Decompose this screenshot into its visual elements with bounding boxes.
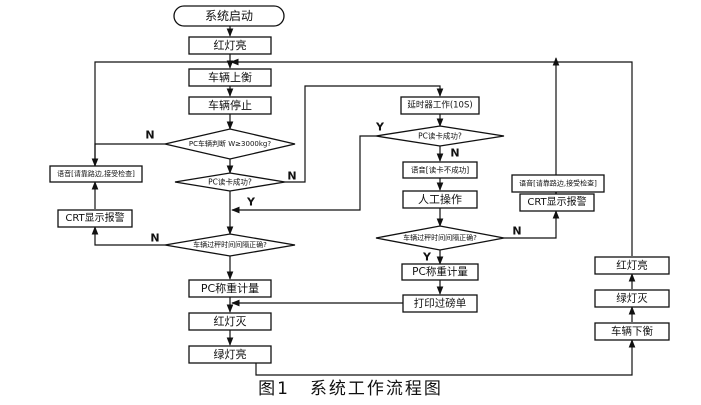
label-voice-mid: 语音[读卡不成功] [411, 165, 469, 175]
box-voice-mid [402, 161, 478, 179]
figure-number: 图1 [258, 379, 290, 399]
edge-label-interval1-no: N [150, 232, 159, 245]
diamond-weight [164, 128, 296, 160]
nodes [49, 5, 670, 364]
box-vehicle-down [594, 322, 670, 341]
label-red-on-2: 红灯亮 [616, 259, 648, 272]
box-reader-work [400, 96, 480, 115]
edge-card2-yes [231, 135, 376, 214]
edge-redon-top [230, 58, 633, 256]
label-card-read-2: PC读卡成功? [418, 131, 462, 141]
figure-title: 系统工作流程图 [309, 379, 443, 399]
label-voice-left: 语音[请靠路边,接受检查] [57, 169, 135, 178]
box-red-on-2 [594, 256, 670, 275]
box-crt-right [519, 193, 595, 212]
label-vehicle-up: 车辆上衡 [208, 70, 252, 84]
box-manual [402, 190, 478, 209]
edge-labels: N N Y N Y N Y N [145, 121, 521, 264]
label-green-off: 绿灯灭 [616, 292, 648, 305]
box-red-off [188, 312, 272, 331]
edge-label-weight-no: N [145, 129, 154, 142]
label-pc-weigh-2: PC称重计量 [412, 265, 468, 278]
label-start: 系统启动 [205, 9, 253, 23]
edge-weight-no-left [91, 143, 165, 167]
label-vehicle-down: 车辆下衡 [611, 325, 653, 338]
edge-interval1-no [91, 226, 165, 246]
label-weight-check: PC车辆判断 W≥3000kg? [189, 139, 271, 148]
box-voice-right [511, 174, 605, 193]
label-interval-2: 车辆过秤时间间隔正确? [403, 233, 477, 242]
box-green-off [594, 289, 670, 308]
diamond-card2 [375, 125, 505, 147]
box-pc-weigh-1 [188, 279, 272, 298]
edge-label-card2-no: N [450, 147, 459, 160]
box-green-on-1 [188, 345, 272, 364]
start-terminator [173, 5, 285, 27]
box-pc-weigh-2 [401, 263, 479, 281]
edge-green-to-right [255, 339, 636, 376]
node-labels: 系统启动 红灯亮 车辆上衡 车辆停止 PC车辆判断 W≥3000kg? PC读卡… [57, 9, 653, 361]
label-card-read-1: PC读卡成功? [208, 177, 252, 187]
edge-label-card1-no: N [287, 170, 296, 183]
label-pc-weigh-1: PC称重计量 [201, 281, 259, 295]
box-print [402, 294, 478, 313]
label-reader-work: 延时器工作(10S) [407, 100, 472, 111]
label-green-on-1: 绿灯亮 [214, 347, 247, 361]
edge-label-interval2-yes: Y [422, 251, 432, 264]
edge-interval2-no [504, 210, 560, 239]
label-manual: 人工操作 [418, 192, 462, 206]
label-red-on-1: 红灯亮 [214, 38, 247, 52]
diamond-interval2 [375, 225, 505, 251]
figure-caption: 图1 系统工作流程图 [0, 374, 701, 399]
box-crt-left [57, 209, 133, 228]
diamond-card1 [174, 172, 286, 192]
box-vehicle-up [188, 68, 272, 87]
label-print: 打印过磅单 [414, 297, 467, 310]
box-voice-left [49, 165, 143, 183]
label-crt-right: CRT显示报警 [527, 195, 586, 208]
label-red-off: 红灯灭 [214, 315, 247, 328]
edge-label-card1-yes: Y [246, 196, 256, 209]
connectors [91, 26, 636, 376]
label-vehicle-stop: 车辆停止 [208, 98, 252, 112]
edge-label-card2-yes: Y [375, 121, 385, 134]
label-crt-left: CRT显示报警 [65, 211, 124, 224]
label-interval-1: 车辆过秤时间间隔正确? [193, 240, 267, 249]
diamond-interval1 [164, 233, 296, 257]
edge-card1-no [285, 85, 444, 183]
edge-label-interval2-no: N [512, 225, 521, 238]
label-voice-right: 语音[请靠路边,接受检查] [519, 179, 597, 188]
edge-voice-left-return [94, 61, 229, 166]
box-vehicle-stop [188, 96, 272, 115]
box-red-on-1 [188, 36, 272, 55]
